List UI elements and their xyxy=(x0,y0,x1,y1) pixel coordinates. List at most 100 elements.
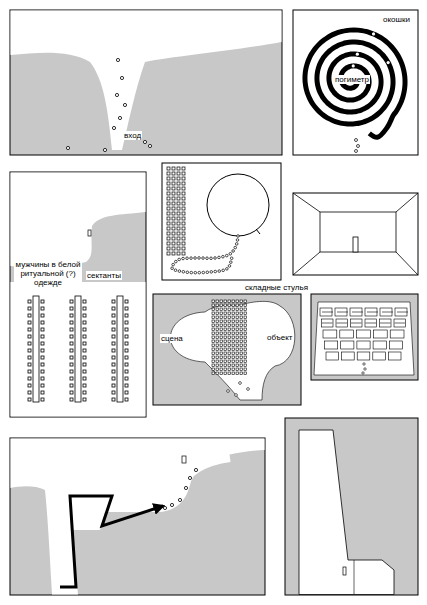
hall-panel-part-part xyxy=(112,398,115,401)
stage-panel-part-part xyxy=(212,324,215,327)
stage-panel-part-part xyxy=(236,360,239,363)
screen-panel-part-part xyxy=(367,312,378,313)
room-panel-part xyxy=(320,212,396,252)
circle-panel-part-part xyxy=(182,242,185,245)
screen-panel-part-part xyxy=(390,330,404,338)
circle-panel-part-part xyxy=(177,222,180,225)
hall-panel-part-part xyxy=(112,349,115,352)
stage-panel-part-part xyxy=(232,372,235,375)
stage-panel-part-part xyxy=(216,340,219,343)
screen-panel-part-part xyxy=(352,312,363,313)
circle-panel-part-part xyxy=(182,212,185,215)
hall-panel-part-part xyxy=(41,356,44,359)
stage-panel-part-part xyxy=(220,344,223,347)
circle-panel-part-part xyxy=(172,247,175,250)
circle-panel-part-part xyxy=(230,261,233,264)
stage-panel-part-part xyxy=(228,372,231,375)
circle-panel-part-part xyxy=(172,252,175,255)
route-panel-part-part xyxy=(170,503,173,506)
tower-panel-part xyxy=(343,567,346,575)
hall-panel-part-part xyxy=(28,349,31,352)
screen-panel-part-part xyxy=(342,352,355,360)
stage-panel-part-part xyxy=(232,300,235,303)
stage-panel-part-part xyxy=(236,332,239,335)
hall-panel-part-part xyxy=(112,356,115,359)
spiral-panel-part xyxy=(305,30,405,153)
stage-panel-part-part xyxy=(228,328,231,331)
screen-panel-part-part xyxy=(357,330,371,338)
stage-panel-part-part xyxy=(212,320,215,323)
tower-panel-part xyxy=(299,430,394,595)
route-panel-part-part xyxy=(188,476,191,479)
hall-panel-part-part xyxy=(112,300,115,303)
hall-panel-part-part xyxy=(83,349,86,352)
stage-panel-part-part xyxy=(232,348,235,351)
circle-panel-part-part xyxy=(172,237,175,240)
stage-panel-part-part xyxy=(228,344,231,347)
circle-panel-part-part xyxy=(177,252,180,255)
stage-panel-part-part xyxy=(212,332,215,335)
stage-panel-part-part xyxy=(228,320,231,323)
circle-panel-part-part xyxy=(190,271,193,274)
screen-panel-part-part xyxy=(363,363,365,365)
circle-panel-part-part xyxy=(182,227,185,230)
stage-panel-part xyxy=(153,294,301,405)
hall-panel-part-part xyxy=(28,314,31,317)
circle-panel-part-part xyxy=(167,222,170,225)
spiral-panel-part-part xyxy=(357,145,360,148)
screen-panel-part xyxy=(314,302,414,375)
screen-panel-part-part xyxy=(351,319,363,327)
stage-panel-part-part xyxy=(224,316,227,319)
stage-panel-part-part xyxy=(216,324,219,327)
stage-panel-part-part xyxy=(236,324,239,327)
hall-panel-part-part xyxy=(70,321,73,324)
stage-panel-part-part xyxy=(220,300,223,303)
circle-panel-part-part xyxy=(172,177,175,180)
stage-panel-part-part xyxy=(220,356,223,359)
circle-panel-part-part xyxy=(172,263,175,266)
hall-panel-part-part xyxy=(28,321,31,324)
hall-panel-part-part xyxy=(125,314,128,317)
circle-panel-part-part xyxy=(236,239,239,242)
stage-panel-part-part xyxy=(216,316,219,319)
circle-panel-part-part xyxy=(167,217,170,220)
circle-panel-part-part xyxy=(172,197,175,200)
stage-panel-part-part xyxy=(228,340,231,343)
circle-panel-part-part xyxy=(167,212,170,215)
stage-panel-part-part xyxy=(224,312,227,315)
screen-panel-part-part xyxy=(397,312,408,313)
hall-panel-part-part xyxy=(125,370,128,373)
stage-panel-part-part xyxy=(220,308,223,311)
hall-panel-part-part xyxy=(41,377,44,380)
stage-panel-part-part xyxy=(220,304,223,307)
hall-panel-part-part xyxy=(83,328,86,331)
circle-panel-part-part xyxy=(167,252,170,255)
stage-panel-part-part xyxy=(228,356,231,359)
hall-panel-part-part xyxy=(112,391,115,394)
stage-panel-part-part xyxy=(232,368,235,371)
circle-panel-part-part xyxy=(182,222,185,225)
hall-panel-part-part xyxy=(125,356,128,359)
circle-panel-part-part xyxy=(177,172,180,175)
circle-panel-part-part xyxy=(167,242,170,245)
stage-panel-part-part xyxy=(224,356,227,359)
screen-panel-part-part xyxy=(373,330,387,338)
circle-panel-part-part xyxy=(172,192,175,195)
spiral-panel-part-part xyxy=(355,139,358,142)
circle-panel-part-part xyxy=(202,257,205,260)
stage-panel-part-part xyxy=(212,348,215,351)
spiral-panel xyxy=(293,10,418,155)
circle-panel-part-part xyxy=(167,167,170,170)
hall-panel-part-part xyxy=(125,342,128,345)
stage-panel-part-part xyxy=(240,304,243,307)
stage-panel-part-part xyxy=(240,372,243,375)
circle-panel-part-part xyxy=(202,271,205,274)
cave-entrance-panel-part-part xyxy=(103,148,106,151)
stage-panel-part-part xyxy=(239,382,242,385)
circle-panel-part-part xyxy=(186,257,189,260)
hall-panel-part-part xyxy=(112,377,115,380)
stage-panel-part-part xyxy=(228,348,231,351)
circle-panel-part-part xyxy=(177,192,180,195)
circle-panel-part-part xyxy=(182,270,185,273)
tower-panel-part xyxy=(354,560,355,594)
